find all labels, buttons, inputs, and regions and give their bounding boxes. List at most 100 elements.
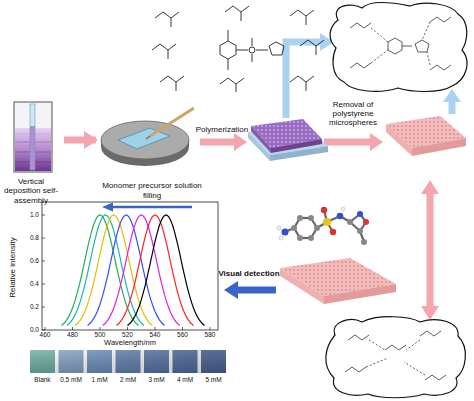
cavity-structure [425,375,446,380]
spectrum-chart [45,327,46,330]
molecule-model [323,218,331,226]
spectrum-chart [127,327,128,330]
flow-arrow [286,42,322,118]
spectrum-chart [42,202,218,330]
monomer-structure [220,78,244,84]
step-caption: Monomer precursor solution filling [98,181,206,200]
spectrum-chart [42,238,45,239]
molecule-model [357,228,363,234]
beaker [14,102,52,172]
cavity-cloud [330,2,467,91]
step-node: Vertical deposition self-assembly [0,95,62,205]
axis-label: 0.6 [30,257,39,264]
monomer-structure [160,76,184,82]
substrate-disc [101,108,194,166]
flow-arrow [236,287,276,294]
process-arrow [324,139,372,146]
molecule-model [314,225,320,231]
cavity-cloud [326,317,466,398]
photo-strip [30,350,226,373]
beaker [30,104,35,170]
cavity-structure [366,358,388,367]
cavity-structure [348,335,369,340]
imprinted-film [280,268,324,304]
flow-arrow [421,306,439,320]
process-arrow [234,133,247,151]
molecule-model [337,213,344,220]
spectrum-curve [117,215,194,326]
cavity-structure [404,362,425,375]
flow-arrow [421,180,439,194]
substrate-disc [150,108,194,136]
axis-label: 460 [40,331,51,338]
sample-label: 5 mM [205,376,221,383]
axis-label: 500 [95,331,106,338]
spectrum-chart [112,206,192,209]
step-node: Monomer precursor solution filling [98,100,206,200]
flow-arrow [224,281,238,299]
monomer-structure [252,38,253,46]
spectrum-chart [42,261,45,262]
sample-label: Blank [34,376,50,383]
sample-label: 2 mM [120,376,136,383]
molecule-model [361,239,367,245]
cavity-structure [406,340,420,350]
spectrum-curve [128,215,205,326]
spectrum-chart [62,215,205,326]
monomer-structure [155,12,179,18]
substrate-disc [146,136,150,139]
axis-label: 0.8 [30,234,39,241]
spectrum-curve [103,215,180,326]
spectrum-chart [210,327,211,330]
axis-label: 560 [177,331,188,338]
axis-label: 540 [150,331,161,338]
cavity-structure [430,65,451,70]
axis-label: 580 [205,331,216,338]
spectrum-chart [42,307,45,308]
monomer-structure [236,84,237,92]
monomer-structure [228,59,229,70]
beaker [14,102,52,172]
monomer-structure [236,50,248,51]
flow-arrow [427,192,434,308]
process-arrow [200,139,236,146]
molecule-model [330,229,336,235]
monomer-structure [249,47,255,53]
step-caption: Vertical deposition self-assembly [0,177,62,206]
step-label: Visual detection [218,269,279,278]
process-arrow [64,137,96,144]
monomer-structure [290,10,314,16]
opal-film [251,126,271,153]
imprinted-film [324,284,396,304]
cavity-structure [388,38,402,54]
cavity-structure [371,50,388,63]
process-arrow [370,133,383,151]
sample-label: 0.5 mM [60,376,82,383]
monomer-structure [306,82,307,91]
spectrum-chart [155,327,156,330]
cavity-structure [350,63,371,68]
photo-strip [30,350,226,373]
axis-label: 0.2 [30,303,39,310]
cavity-structure [430,17,451,22]
molecule-model [285,210,366,242]
sample-label: 3 mM [148,376,164,383]
cavity-structure [420,331,441,336]
beaker [30,126,35,170]
step-label: Polymerization [196,125,248,134]
cavity-structure [422,22,430,40]
molecule-model [308,215,314,221]
spectrum-chart [42,215,210,330]
monomer-structure [171,18,172,27]
molecule-model [279,236,283,240]
opal-film [271,139,322,153]
axis-label: 1.0 [30,211,39,218]
molecule-model [347,219,353,225]
monomer-structure [252,54,253,62]
monomer-structure [228,30,229,41]
flow-arrow [443,89,461,102]
monomer-structure [269,42,284,55]
opal-film [248,119,328,161]
